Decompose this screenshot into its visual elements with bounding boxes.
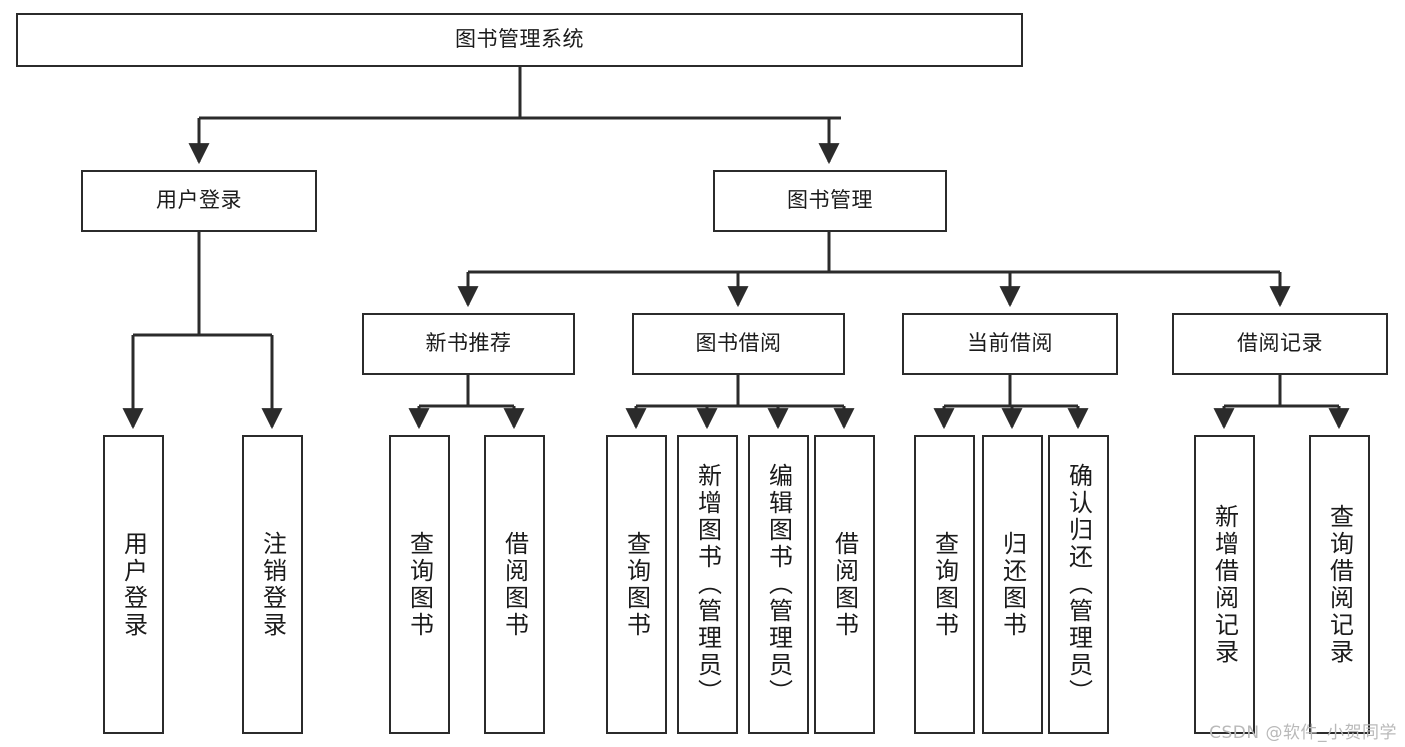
node-label: 借阅图书	[830, 530, 859, 639]
node-label: 新增借阅记录	[1210, 503, 1239, 666]
node-label: 注销登录	[258, 530, 287, 639]
node-label: 图书管理	[787, 188, 873, 213]
node-leaf-query-book-rec[interactable]: 查询图书	[389, 435, 450, 734]
node-label: 归还图书	[998, 530, 1027, 639]
node-label: 图书管理系统	[455, 27, 584, 52]
node-label: 编辑图书（管理员）	[764, 463, 793, 706]
node-leaf-borrow-book[interactable]: 借阅图书	[814, 435, 875, 734]
node-label: 用户登录	[119, 530, 148, 639]
node-label: 图书借阅	[695, 331, 782, 356]
node-new-book-rec[interactable]: 新书推荐	[362, 313, 575, 375]
node-leaf-query-book-cur[interactable]: 查询图书	[914, 435, 975, 734]
node-label: 查询图书	[930, 530, 959, 639]
node-leaf-user-login[interactable]: 用户登录	[103, 435, 164, 734]
node-label: 查询借阅记录	[1325, 503, 1354, 666]
node-current-borrow[interactable]: 当前借阅	[902, 313, 1118, 375]
node-book-manage[interactable]: 图书管理	[713, 170, 947, 232]
node-label: 用户登录	[156, 188, 242, 213]
node-label: 借阅图书	[500, 530, 529, 639]
node-leaf-return-book[interactable]: 归还图书	[982, 435, 1043, 734]
csdn-watermark: CSDN @软件_小贺同学	[1209, 723, 1397, 743]
node-label: 确认归还（管理员）	[1064, 463, 1093, 706]
node-root[interactable]: 图书管理系统	[16, 13, 1023, 67]
node-book-borrow[interactable]: 图书借阅	[632, 313, 845, 375]
node-label: 查询图书	[622, 530, 651, 639]
node-leaf-confirm-return[interactable]: 确认归还（管理员）	[1048, 435, 1109, 734]
node-label: 新增图书（管理员）	[693, 463, 722, 706]
node-user-login[interactable]: 用户登录	[81, 170, 317, 232]
node-leaf-query-record[interactable]: 查询借阅记录	[1309, 435, 1370, 734]
node-label: 借阅记录	[1237, 331, 1323, 356]
node-label: 新书推荐	[425, 331, 512, 356]
node-leaf-user-logout[interactable]: 注销登录	[242, 435, 303, 734]
node-leaf-add-record[interactable]: 新增借阅记录	[1194, 435, 1255, 734]
node-leaf-add-book[interactable]: 新增图书（管理员）	[677, 435, 738, 734]
node-leaf-query-book[interactable]: 查询图书	[606, 435, 667, 734]
node-leaf-borrow-book-rec[interactable]: 借阅图书	[484, 435, 545, 734]
node-leaf-edit-book[interactable]: 编辑图书（管理员）	[748, 435, 809, 734]
node-borrow-record[interactable]: 借阅记录	[1172, 313, 1388, 375]
node-label: 当前借阅	[967, 331, 1053, 356]
node-label: 查询图书	[405, 530, 434, 639]
